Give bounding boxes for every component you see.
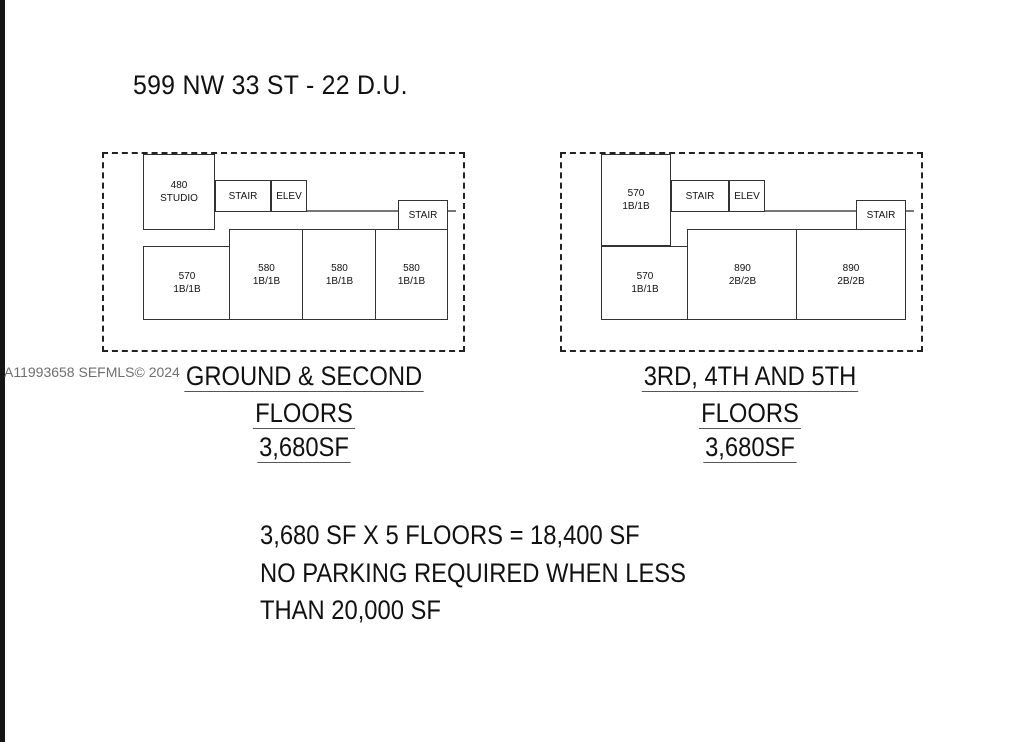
unit-type: 1B/1B	[325, 275, 354, 287]
unit-890-2b2b-b: 890 2B/2B	[796, 229, 906, 320]
unit-type: STUDIO	[160, 193, 198, 204]
unit-580-1b1b-b: 580 1B/1B	[302, 229, 377, 320]
floor-plan-ground-second: 480 STUDIO STAIR ELEV STAIR 570 1B/1B 58…	[102, 152, 465, 352]
elevator-room: ELEV	[729, 180, 765, 212]
label-line2: FLOORS	[253, 398, 355, 429]
label-area: 3,680SF	[257, 432, 351, 463]
unit-type: 1B/1B	[397, 275, 426, 287]
unit-number: 570	[636, 271, 654, 282]
floor-plan-third-fifth: 570 1B/1B STAIR ELEV STAIR 570 1B/1B 890…	[560, 152, 923, 352]
elevator-room: ELEV	[271, 180, 307, 212]
unit-570-1b1b: 570 1B/1B	[143, 246, 231, 320]
corridor-line	[306, 210, 456, 212]
plan-label-ground-second: GROUND & SECOND	[172, 361, 436, 392]
page-title: 599 NW 33 ST - 22 D.U.	[133, 70, 408, 100]
note-parking: NO PARKING REQUIRED WHEN LESS	[260, 558, 686, 588]
room-label: STAIR	[866, 209, 896, 221]
unit-number: 580	[331, 262, 348, 274]
unit-580-1b1b-a: 580 1B/1B	[229, 229, 304, 320]
unit-type: 2B/2B	[837, 275, 865, 287]
plan-label-area: 3,680SF	[172, 432, 436, 463]
unit-type: 1B/1B	[622, 201, 650, 212]
left-edge-bar	[0, 0, 5, 742]
room-label: STAIR	[685, 190, 715, 202]
unit-type: 1B/1B	[173, 284, 201, 295]
unit-890-2b2b-a: 890 2B/2B	[687, 229, 798, 320]
plan-label-floors-2: FLOORS	[618, 398, 882, 429]
label-line2: FLOORS	[699, 398, 801, 429]
note-threshold: THAN 20,000 SF	[260, 595, 441, 625]
label-line1: GROUND & SECOND	[184, 361, 424, 392]
unit-type: 1B/1B	[252, 275, 281, 287]
unit-580-1b1b-c: 580 1B/1B	[375, 229, 448, 320]
plan-label-area-2: 3,680SF	[618, 432, 882, 463]
stair-room-east: STAIR	[856, 200, 906, 230]
plan-label-floors: FLOORS	[172, 398, 436, 429]
unit-type: 1B/1B	[631, 284, 659, 295]
unit-570-1b1b-lower: 570 1B/1B	[601, 246, 689, 320]
label-area: 3,680SF	[703, 432, 797, 463]
plan-label-third-fifth: 3RD, 4TH AND 5TH	[618, 361, 882, 392]
room-label: STAIR	[408, 209, 438, 221]
unit-number: 580	[258, 262, 275, 274]
room-label: STAIR	[228, 190, 258, 202]
room-label: ELEV	[276, 190, 302, 202]
room-label: ELEV	[734, 190, 760, 202]
unit-number: 890	[842, 262, 860, 274]
stair-room-east: STAIR	[398, 200, 448, 230]
unit-480-studio: 480 STUDIO	[143, 154, 215, 230]
mls-watermark: A11993658 SEFMLS© 2024	[4, 364, 180, 380]
unit-number: 580	[403, 262, 420, 274]
unit-number: 890	[734, 262, 751, 274]
unit-570-1b1b-upper: 570 1B/1B	[601, 154, 671, 246]
unit-number: 570	[178, 271, 196, 282]
stair-room: STAIR	[671, 180, 729, 212]
unit-number: 480	[170, 180, 188, 191]
note-total-area: 3,680 SF X 5 FLOORS = 18,400 SF	[260, 520, 640, 550]
unit-type: 2B/2B	[728, 275, 757, 287]
stair-room: STAIR	[215, 180, 271, 212]
unit-number: 570	[627, 188, 645, 199]
corridor-line	[764, 210, 914, 212]
label-line1: 3RD, 4TH AND 5TH	[641, 361, 859, 392]
